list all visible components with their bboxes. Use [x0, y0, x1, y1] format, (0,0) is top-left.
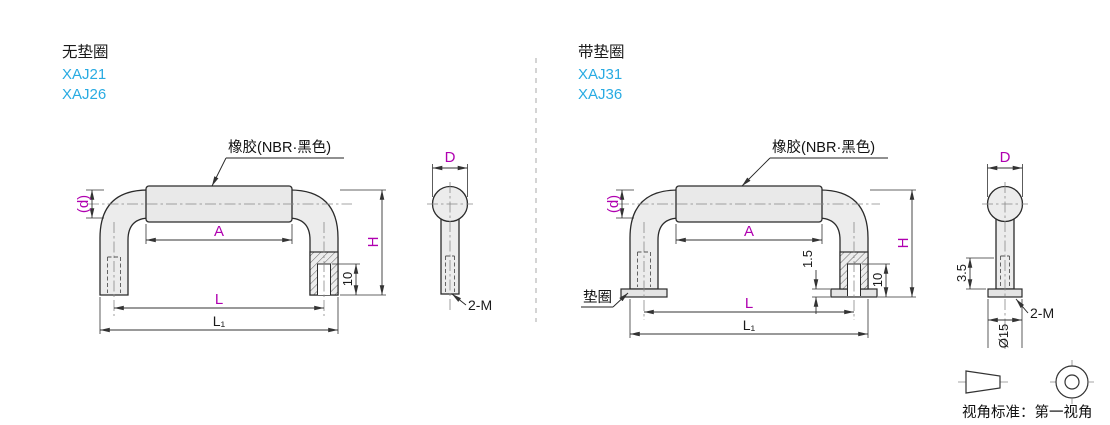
dim-D: D — [432, 149, 468, 197]
dim-D-label: D — [1000, 149, 1011, 166]
dim-L-label: L — [745, 295, 753, 312]
left-model-xaj26: XAJ26 — [62, 86, 106, 103]
dim-A-label: A — [214, 223, 224, 240]
dim-1-5: 1.5 — [800, 250, 830, 314]
center-lines — [427, 182, 473, 312]
right-front-view: 橡胶(NBR·黑色) 垫圈 (d) A H — [581, 139, 916, 338]
dim-A: A — [145, 223, 293, 244]
dim-d-label: (d) — [75, 195, 92, 213]
left-front-view: 橡胶(NBR·黑色) (d) A H 10 — [75, 139, 386, 334]
thread-callout: 2-M — [451, 293, 492, 313]
first-angle-cone-symbol — [965, 370, 1001, 394]
dim-L1-label: L₁ — [213, 313, 226, 329]
rubber-label: 橡胶(NBR·黑色) — [228, 139, 331, 156]
center-lines — [618, 203, 880, 320]
dim-H-label: H — [895, 238, 912, 249]
hidden-thread-lines — [107, 256, 121, 293]
right-side-view: D 3.5 Ø15 2-M — [954, 149, 1054, 352]
dim-d: (d) — [605, 189, 634, 219]
left-variant-title: 无垫圈 — [62, 43, 109, 61]
dim-D-label: D — [445, 149, 456, 166]
hidden-thread-lines — [1000, 255, 1010, 287]
rubber-label-callout: 橡胶(NBR·黑色) — [741, 139, 888, 187]
dim-H-label: H — [365, 237, 382, 248]
dim-10: 10 — [332, 263, 360, 296]
dim-L: L — [643, 295, 855, 315]
dim-H: H — [340, 189, 386, 296]
dim-L1: L₁ — [99, 297, 339, 334]
projection-standard: 视角标准：第一视角 — [958, 360, 1094, 421]
projection-standard-label: 视角标准：第一视角 — [962, 403, 1093, 421]
first-angle-circle-symbol — [1055, 365, 1089, 399]
dim-D: D — [987, 149, 1023, 197]
left-model-xaj21: XAJ21 — [62, 66, 106, 83]
dim-10-label: 10 — [870, 273, 885, 287]
dim-3-5: 3.5 — [954, 257, 994, 290]
dim-A-label: A — [744, 223, 754, 240]
dim-10: 10 — [862, 263, 890, 298]
dim-L-label: L — [215, 291, 223, 308]
right-variant-header: 带垫圈 XAJ31 XAJ36 — [578, 43, 625, 103]
dim-d: (d) — [75, 189, 104, 219]
thread-callout: 2-M — [1015, 298, 1054, 321]
hidden-thread-lines — [637, 251, 651, 287]
right-model-xaj36: XAJ36 — [578, 86, 622, 103]
dim-dia15: Ø15 — [987, 299, 1023, 349]
dim-A: A — [675, 223, 823, 244]
center-lines — [88, 203, 352, 316]
center-lines — [982, 182, 1028, 352]
washer-callout: 垫圈 — [581, 289, 629, 308]
rubber-label: 橡胶(NBR·黑色) — [772, 139, 875, 156]
dim-L: L — [113, 291, 325, 311]
dim-dia15-label: Ø15 — [996, 324, 1011, 349]
washer-label: 垫圈 — [583, 289, 612, 306]
left-variant-header: 无垫圈 XAJ21 XAJ26 — [62, 43, 109, 103]
dim-10-label: 10 — [340, 272, 355, 286]
dim-L1-label: L₁ — [743, 317, 756, 333]
rubber-label-callout: 橡胶(NBR·黑色) — [211, 139, 344, 187]
dim-H: H — [870, 189, 916, 298]
thread-label: 2-M — [468, 297, 492, 313]
dim-L1: L₁ — [629, 299, 869, 338]
hidden-thread-lines — [445, 255, 455, 292]
dim-1-5-label: 1.5 — [800, 250, 815, 268]
right-model-xaj31: XAJ31 — [578, 66, 622, 83]
right-variant-title: 带垫圈 — [578, 43, 625, 61]
dim-d-label: (d) — [605, 195, 622, 213]
left-side-view: D 2-M — [427, 149, 492, 313]
dim-3-5-label: 3.5 — [954, 264, 969, 282]
thread-label: 2-M — [1030, 305, 1054, 321]
